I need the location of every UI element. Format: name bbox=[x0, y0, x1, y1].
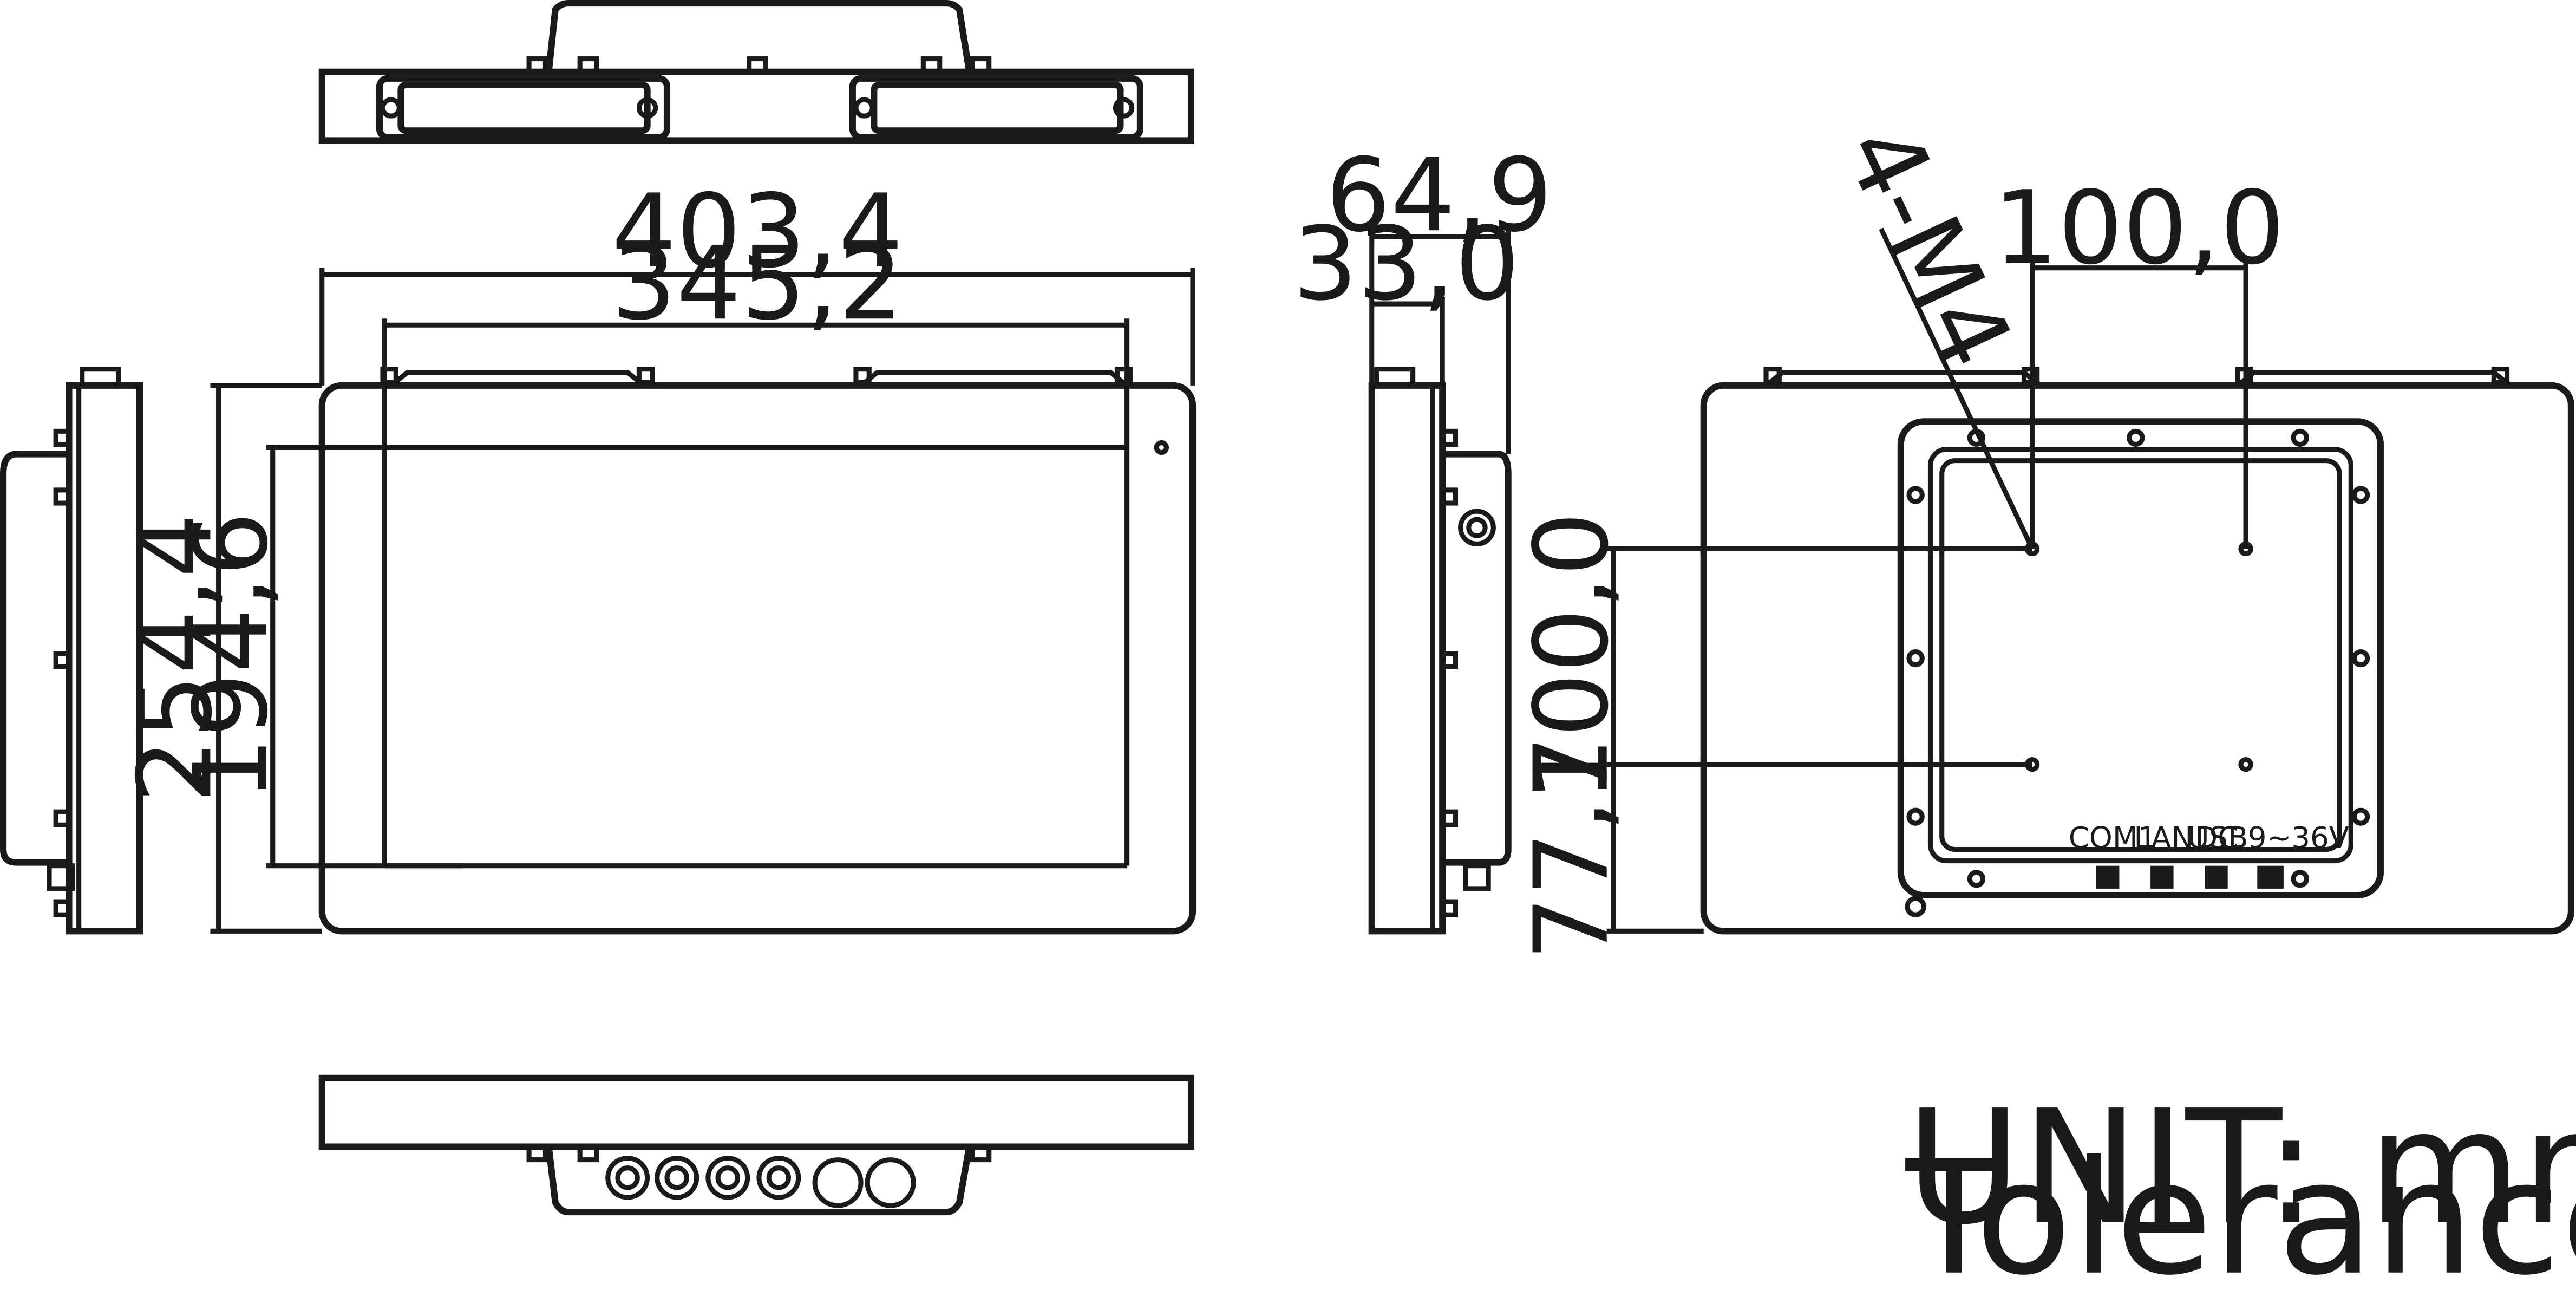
top-view bbox=[318, 0, 1195, 144]
front-dimensions bbox=[210, 268, 1195, 934]
port-label-usb: USB bbox=[2187, 820, 2248, 855]
dim-width-display: 345,2 bbox=[612, 225, 904, 343]
unit-note: UNIT: mm bbox=[1906, 1077, 2576, 1259]
tolerance-note: Tolerance: ±0.5 bbox=[1903, 1127, 2576, 1297]
rear-view bbox=[1606, 227, 2574, 935]
dim-vesa-bottom-offset: 77,7 bbox=[1513, 735, 1631, 960]
port-label-dc: DC 9~36V bbox=[2195, 820, 2349, 855]
dim-height-display: 194,6 bbox=[172, 512, 291, 801]
left-side-view bbox=[0, 367, 143, 935]
dim-vesa-vertical: 100,0 bbox=[1513, 512, 1631, 801]
port-label-com1: COM1 bbox=[2069, 820, 2157, 855]
dim-depth-overall: 64,9 bbox=[1326, 137, 1553, 255]
dim-depth-body: 33,0 bbox=[1293, 206, 1520, 323]
dim-width-overall: 403,4 bbox=[612, 173, 904, 290]
dim-vesa-horizontal: 100,0 bbox=[1993, 170, 2285, 287]
front-view bbox=[318, 367, 1197, 935]
bottom-view bbox=[318, 1074, 1195, 1216]
dim-height-overall: 254,4 bbox=[116, 513, 235, 803]
port-label-lan: LAN bbox=[2134, 820, 2193, 855]
right-side-view bbox=[1368, 229, 1512, 935]
